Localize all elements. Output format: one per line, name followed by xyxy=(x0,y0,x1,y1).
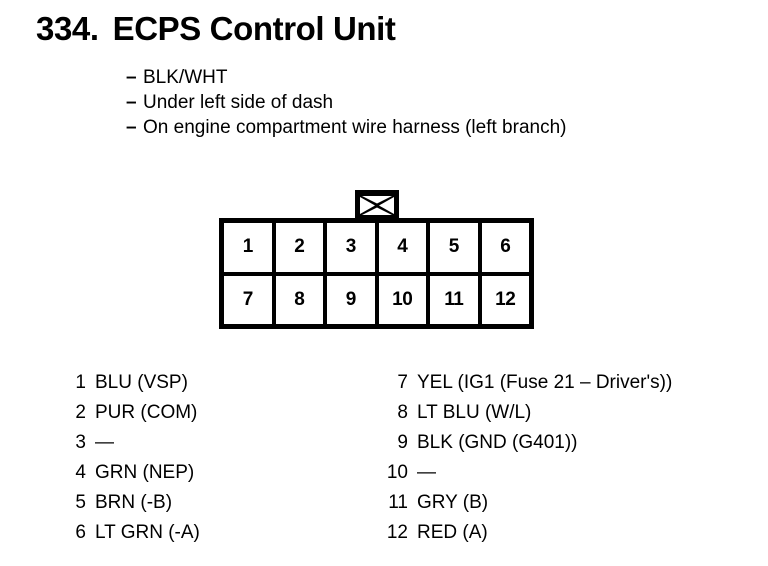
pin-number: 8 xyxy=(397,402,408,423)
pin-cell-3[interactable]: 3 xyxy=(327,223,375,272)
pin-label: — xyxy=(417,462,436,483)
pin-legend-row: 6 LT GRN (-A) xyxy=(58,518,200,548)
pin-legend-row: 8 LT BLU (W/L) xyxy=(380,398,672,428)
pin-label: PUR (COM) xyxy=(95,402,198,423)
pin-label: BLU (VSP) xyxy=(95,372,188,393)
pin-label: GRN (NEP) xyxy=(95,462,195,483)
pin-label: BRN (-B) xyxy=(95,492,173,513)
dash-icon: – xyxy=(126,117,137,138)
bowtie-x-latch-icon xyxy=(355,190,399,221)
pin-legend-row: 12 RED (A) xyxy=(380,518,672,548)
connector-diagram: 1 2 3 4 5 6 7 8 9 10 11 12 xyxy=(219,190,534,330)
pin-number: 1 xyxy=(75,372,86,393)
note-text: On engine compartment wire harness (left… xyxy=(143,117,567,138)
pin-label: YEL (IG1 (Fuse 21 – Driver's)) xyxy=(417,372,673,393)
pin-cell-12[interactable]: 12 xyxy=(481,275,529,324)
note-text: BLK/WHT xyxy=(143,67,228,88)
pin-label: BLK (GND (G401)) xyxy=(417,432,578,453)
pin-number: 9 xyxy=(397,432,408,453)
pin-legend: 1 BLU (VSP) 2 PUR (COM) 3 — 4 GRN (NEP) … xyxy=(0,368,768,548)
pin-legend-row: 2 PUR (COM) xyxy=(58,398,200,428)
page-title: 334. ECPS Control Unit xyxy=(36,12,396,45)
pin-number: 6 xyxy=(75,522,86,543)
pin-legend-column-right: 7 YEL (IG1 (Fuse 21 – Driver's)) 8 LT BL… xyxy=(380,368,672,548)
dash-icon: – xyxy=(126,67,137,88)
pin-legend-row: 3 — xyxy=(58,428,200,458)
pin-cell-9[interactable]: 9 xyxy=(327,275,375,324)
pin-label: LT BLU (W/L) xyxy=(417,402,532,423)
pin-legend-column-left: 1 BLU (VSP) 2 PUR (COM) 3 — 4 GRN (NEP) … xyxy=(58,368,200,548)
pin-number: 10 xyxy=(386,462,408,483)
pin-number: 7 xyxy=(397,372,408,393)
page-title-number: 334. xyxy=(36,10,99,47)
pin-number: 4 xyxy=(75,462,86,483)
pin-cell-6[interactable]: 6 xyxy=(481,223,529,272)
pin-cell-2[interactable]: 2 xyxy=(275,223,323,272)
note-item: – BLK/WHT xyxy=(126,65,566,90)
pin-legend-row: 10 — xyxy=(380,458,672,488)
pin-cell-5[interactable]: 5 xyxy=(430,223,478,272)
dash-icon: – xyxy=(126,92,137,113)
pin-number: 12 xyxy=(386,522,408,543)
pin-cell-4[interactable]: 4 xyxy=(378,223,426,272)
pin-label: LT GRN (-A) xyxy=(95,522,200,543)
pin-legend-row: 5 BRN (-B) xyxy=(58,488,200,518)
pin-cell-8[interactable]: 8 xyxy=(275,275,323,324)
note-item: – On engine compartment wire harness (le… xyxy=(126,115,566,140)
pin-number: 3 xyxy=(75,432,86,453)
pin-cell-11[interactable]: 11 xyxy=(430,275,478,324)
note-text: Under left side of dash xyxy=(143,92,334,113)
pin-number: 5 xyxy=(75,492,86,513)
pin-label: GRY (B) xyxy=(417,492,489,513)
pin-label: — xyxy=(95,432,114,453)
pin-label: RED (A) xyxy=(417,522,488,543)
pin-legend-row: 7 YEL (IG1 (Fuse 21 – Driver's)) xyxy=(380,368,672,398)
pin-cell-7[interactable]: 7 xyxy=(224,275,272,324)
page-title-text: ECPS Control Unit xyxy=(112,10,396,47)
pin-legend-row: 1 BLU (VSP) xyxy=(58,368,200,398)
pin-grid: 1 2 3 4 5 6 7 8 9 10 11 12 xyxy=(219,218,534,329)
note-item: – Under left side of dash xyxy=(126,90,566,115)
pin-number: 11 xyxy=(388,492,408,513)
pin-cell-1[interactable]: 1 xyxy=(224,223,272,272)
pin-legend-row: 4 GRN (NEP) xyxy=(58,458,200,488)
pin-cell-10[interactable]: 10 xyxy=(378,275,426,324)
pin-number: 2 xyxy=(75,402,86,423)
pin-legend-row: 11 GRY (B) xyxy=(380,488,672,518)
note-list: – BLK/WHT – Under left side of dash – On… xyxy=(126,65,566,140)
pin-legend-row: 9 BLK (GND (G401)) xyxy=(380,428,672,458)
